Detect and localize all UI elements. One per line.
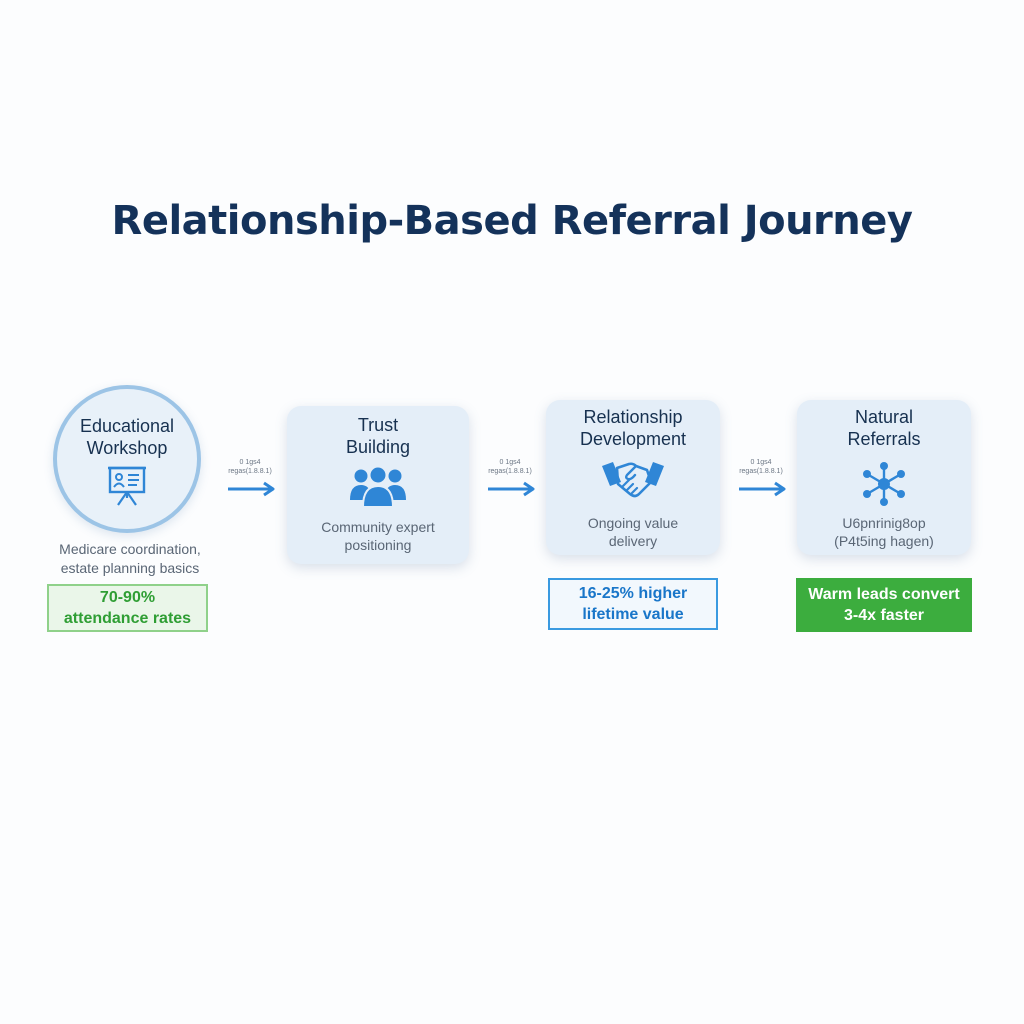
trust-building-title-line-2: Building <box>345 437 411 457</box>
attendance-badge-line-1: 70-90% <box>99 589 156 606</box>
conversion-badge-line-1: Warm leads convert <box>808 586 960 603</box>
workshop-title-line-1: Educational <box>79 416 175 436</box>
lifetime-value-badge: 16-25% higher lifetime value <box>548 578 718 630</box>
handshake-icon <box>602 462 664 498</box>
network-icon <box>863 462 905 506</box>
attendance-badge: 70-90% attendance rates <box>47 584 208 632</box>
relationship-development-title-line-2: Development <box>579 429 687 449</box>
natural-referrals-description-line-2: (P4t5ing hagen) <box>834 533 934 549</box>
connector-label-2-line-1: 0 1gs4 <box>499 459 521 466</box>
conversion-badge-line-2: 3-4x faster <box>843 607 925 624</box>
trust-building-title-line-1: Trust <box>357 415 399 435</box>
relationship-development-description-line-2: delivery <box>608 533 658 549</box>
natural-referrals-title-line-2: Referrals <box>847 429 921 449</box>
relationship-development-card: Relationship Development Ongoing value d… <box>546 400 720 555</box>
connector-label-3: 0 1gs4 regas(1.8.8.1) <box>726 458 796 476</box>
relationship-development-title-line-1: Relationship <box>583 407 683 427</box>
connector-label-1-line-1: 0 1gs4 <box>239 459 261 466</box>
conversion-badge: Warm leads convert 3-4x faster <box>796 578 972 632</box>
natural-referrals-title: Natural Referrals <box>797 406 971 450</box>
attendance-badge-line-2: attendance rates <box>63 610 192 627</box>
workshop-node: Educational Workshop <box>53 385 201 533</box>
arrow-right-icon <box>488 481 535 497</box>
arrow-right-icon <box>228 481 275 497</box>
connector-label-2: 0 1gs4 regas(1.8.8.1) <box>475 458 545 476</box>
connector-label-1: 0 1gs4 regas(1.8.8.1) <box>215 458 285 476</box>
natural-referrals-description-line-1: U6pnrinig8op <box>842 515 926 531</box>
natural-referrals-description: U6pnrinig8op (P4t5ing hagen) <box>797 514 971 550</box>
trust-building-description-line-2: positioning <box>344 537 412 553</box>
trust-building-description: Community expert positioning <box>287 518 469 554</box>
trust-building-description-line-1: Community expert <box>321 519 435 535</box>
connector-label-3-line-1: 0 1gs4 <box>750 459 772 466</box>
arrow-right-icon <box>739 481 786 497</box>
lifetime-value-badge-line-1: 16-25% higher <box>578 585 688 602</box>
natural-referrals-card: Natural Referrals U6pnrinig8op (P4t5ing … <box>797 400 971 555</box>
people-group-icon <box>350 465 406 508</box>
natural-referrals-title-line-1: Natural <box>854 407 914 427</box>
relationship-development-description-line-1: Ongoing value <box>587 515 679 531</box>
lifetime-value-badge-line-2: lifetime value <box>582 606 684 623</box>
workshop-description: Medicare coordination, estate planning b… <box>30 540 230 578</box>
workshop-title-line-2: Workshop <box>86 438 168 458</box>
relationship-development-title: Relationship Development <box>546 406 720 450</box>
trust-building-card: Trust Building Community expert position… <box>287 406 469 564</box>
connector-label-1-line-2: regas(1.8.8.1) <box>228 468 272 475</box>
connector-label-3-line-2: regas(1.8.8.1) <box>739 468 783 475</box>
presentation-board-icon <box>108 466 146 506</box>
workshop-description-line-1: Medicare coordination, <box>59 541 201 557</box>
workshop-title: Educational Workshop <box>57 415 197 459</box>
connector-label-2-line-2: regas(1.8.8.1) <box>488 468 532 475</box>
workshop-description-line-2: estate planning basics <box>60 560 200 576</box>
page-title: Relationship-Based Referral Journey <box>111 198 913 244</box>
relationship-development-description: Ongoing value delivery <box>546 514 720 550</box>
trust-building-title: Trust Building <box>287 414 469 458</box>
